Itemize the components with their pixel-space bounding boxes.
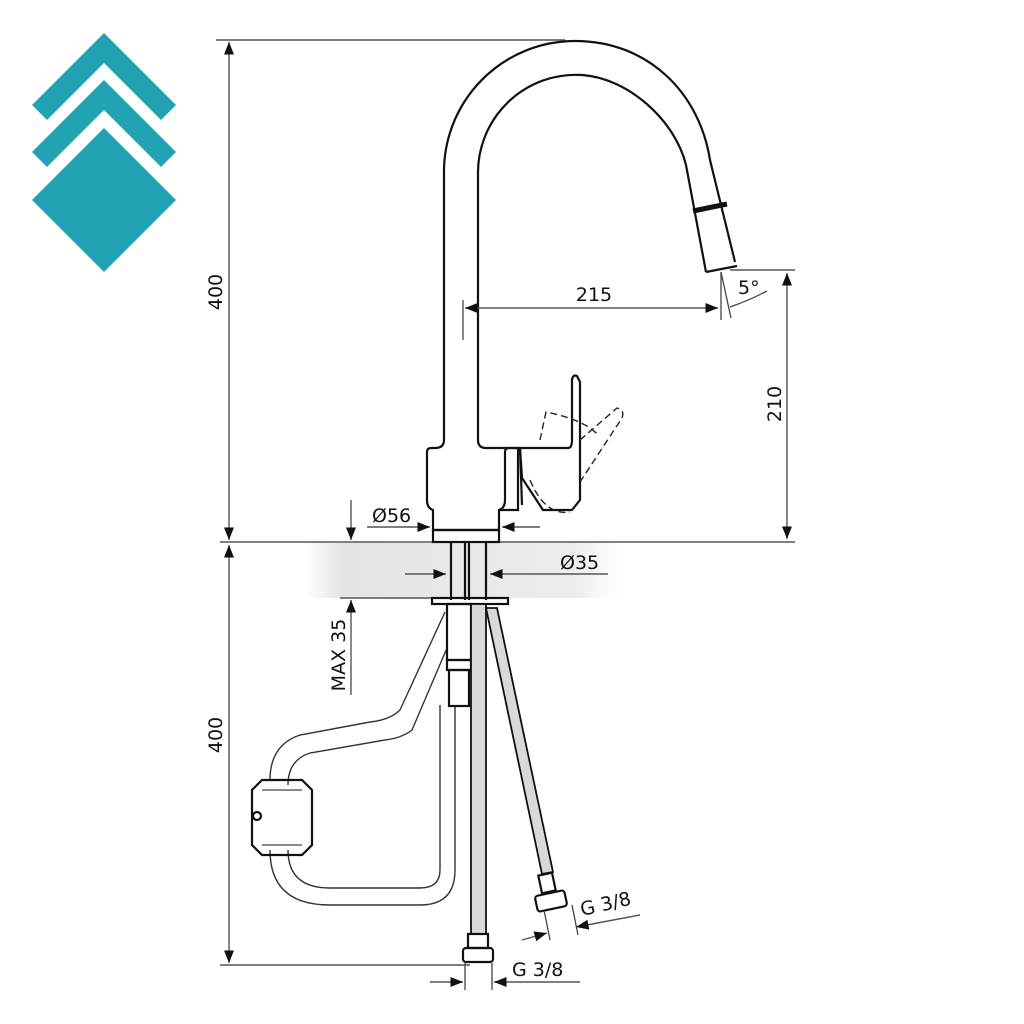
shank-diameter-dimension: Ø35 (405, 552, 608, 580)
logo (32, 33, 176, 272)
reach-label: 215 (576, 284, 612, 306)
faucet-body (425, 374, 624, 544)
angle-label: 5° (738, 277, 760, 299)
countertop (305, 543, 620, 598)
connection-diagonal-label: G 3/8 (578, 888, 633, 921)
spout (442, 39, 738, 440)
max-countertop-label: MAX 35 (328, 619, 350, 692)
height-below-label: 400 (205, 717, 227, 753)
reach-dimension: 215 5° (462, 271, 768, 340)
shank (430, 542, 510, 606)
connection-bottom-dimension: G 3/8 (430, 959, 580, 990)
hoses (250, 602, 568, 964)
max-countertop-dimension: MAX 35 (328, 500, 357, 695)
spout-height-label: 210 (764, 386, 786, 422)
connection-bottom-label: G 3/8 (512, 959, 563, 981)
height-above-label: 400 (205, 274, 227, 310)
base-diameter-dimension: Ø56 (367, 505, 540, 533)
shank-diameter-label: Ø35 (560, 552, 599, 574)
height-above-dimension: 400 (205, 39, 565, 540)
base-diameter-label: Ø56 (372, 505, 411, 527)
height-below-dimension: 400 (205, 545, 470, 966)
spout-height-dimension: 210 (730, 269, 795, 539)
